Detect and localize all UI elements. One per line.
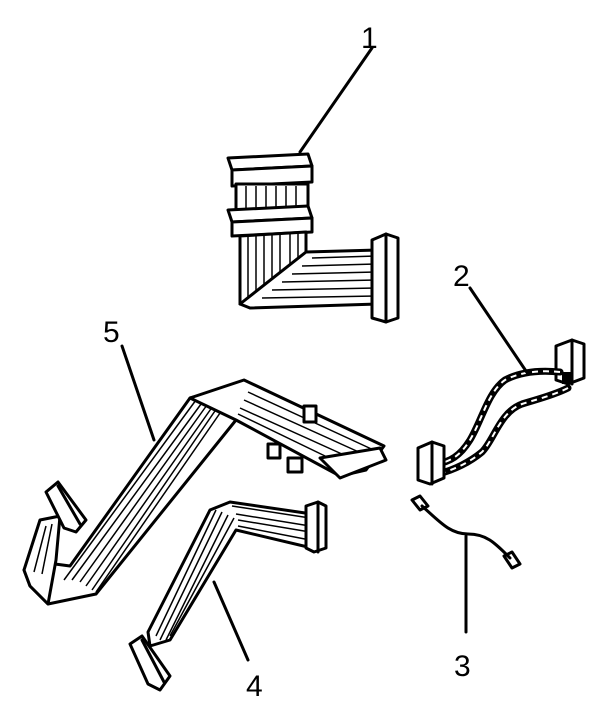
callout-2: 2 bbox=[453, 260, 470, 293]
callout-3: 3 bbox=[454, 650, 471, 683]
part-2-twisted-cable bbox=[416, 286, 586, 486]
part-3-small-wire bbox=[410, 494, 522, 634]
callout-4: 4 bbox=[246, 670, 263, 703]
part-4-ribbon-cable bbox=[128, 500, 328, 692]
part-5-ribbon-cable bbox=[22, 344, 388, 606]
callout-5: 5 bbox=[103, 316, 120, 349]
callout-1: 1 bbox=[361, 22, 378, 55]
part-1-ribbon-cable bbox=[226, 46, 400, 324]
